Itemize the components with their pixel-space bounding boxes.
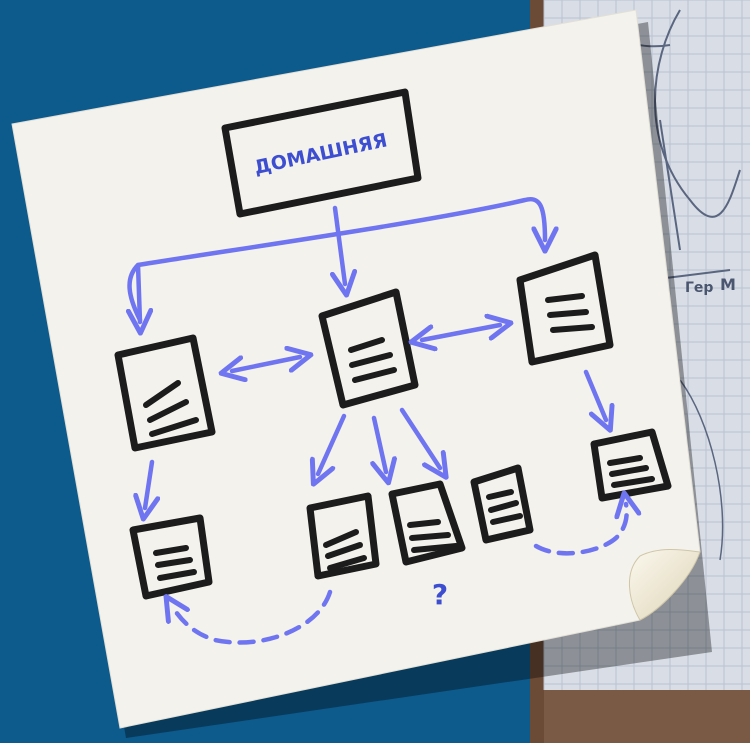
note-paper <box>11 9 701 729</box>
sibling-arrows <box>232 325 500 371</box>
arrow-icon <box>399 407 440 468</box>
arrow-icon <box>318 413 347 474</box>
arrow-icon <box>583 369 606 420</box>
page-icon <box>129 514 213 600</box>
branch-arrow-center <box>335 205 345 284</box>
page-icon <box>516 251 614 366</box>
root-branch-arrows <box>127 196 545 323</box>
page-icon <box>318 288 419 409</box>
page-icon <box>114 334 216 452</box>
branch-arrow-right <box>127 196 545 323</box>
dashed-arrow-icon <box>172 589 333 645</box>
page-icon <box>590 428 672 502</box>
question-mark: ? <box>432 578 448 611</box>
photo-scribble-1: Гер <box>685 280 713 296</box>
photo-scribble-2: М <box>720 275 736 294</box>
page-icon <box>306 492 380 580</box>
curled-corner-icon <box>628 549 701 621</box>
child-arrows <box>145 369 606 508</box>
branch-arrow-left <box>138 262 140 322</box>
double-arrow-icon <box>422 325 500 340</box>
arrow-icon <box>145 459 152 508</box>
dashed-arrow-icon <box>533 504 627 556</box>
dashed-arrows <box>172 504 627 645</box>
double-arrow-icon <box>232 357 300 371</box>
arrow-icon <box>374 415 386 472</box>
page-icon: ? <box>388 480 466 611</box>
page-icon <box>470 464 534 544</box>
